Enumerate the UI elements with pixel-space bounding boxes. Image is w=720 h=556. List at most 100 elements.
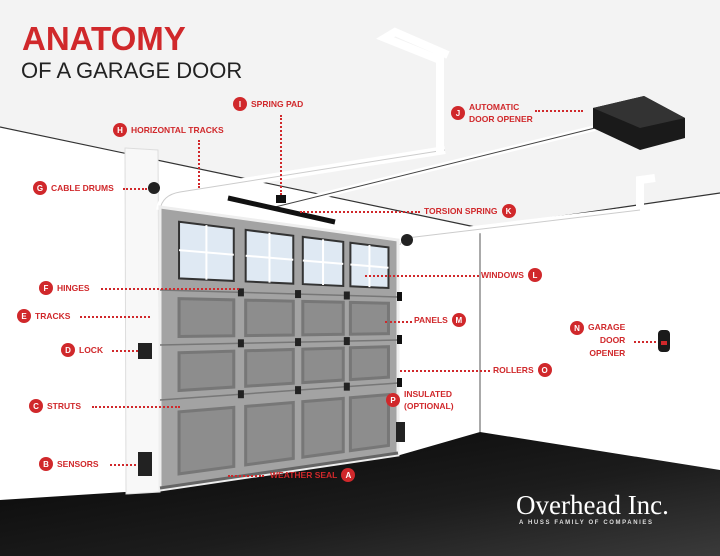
hinge [295,386,302,395]
door-panel [301,299,345,337]
callout-badge: L [527,268,542,282]
leader-line [535,110,583,112]
callout-cable-drums: G CABLE DRUMS [33,181,114,195]
callout-automatic-door-opener: J AUTOMATIC DOOR OPENER [451,101,533,125]
roller [397,335,402,344]
panel-divider [159,382,399,401]
hinge [343,382,350,391]
roller [397,378,402,387]
leader-line [300,211,420,213]
callout-label: AUTOMATIC DOOR OPENER [469,101,533,125]
leader-line [385,321,412,323]
callout-label: TORSION SPRING [424,206,498,216]
leader-line [634,341,656,343]
hinge [343,291,350,300]
door-panel [177,349,236,393]
window-mullion [302,259,344,265]
callout-label-line: (OPTIONAL) [404,401,454,411]
callout-badge: I [233,97,247,111]
callout-label: LOCK [79,345,104,355]
callout-badge: C [29,399,43,413]
door-panel [348,300,390,336]
callout-badge: J [451,106,465,120]
callout-label: PANELS [414,315,448,325]
leader-line [198,140,200,188]
callout-label-line: DOOR OPENER [469,114,533,124]
callout-badge: N [570,321,584,335]
cable-drum-left [148,182,160,194]
door-panel [244,298,295,338]
callout-badge: F [39,281,53,295]
callout-label: SENSORS [57,459,99,469]
door-panel [244,400,295,467]
leader-line [400,370,490,372]
leader-line [110,464,136,466]
callout-badge: G [33,181,47,195]
callout-label-line: INSULATED [404,389,453,399]
window-mullion [245,254,294,261]
cable-drum-right [401,234,413,246]
door-panel [348,392,390,453]
leader-line [92,406,180,408]
door-panel [177,297,236,339]
callout-badge: O [537,363,552,377]
callout-label-line: DOOR [599,335,626,345]
right-wall [480,193,720,470]
roller [397,292,402,301]
page-subtitle: OF A GARAGE DOOR [21,58,243,83]
callout-label-line: GARAGE [588,322,626,332]
leader-line [365,275,479,277]
leader-line [123,188,147,190]
callout-badge: A [341,468,356,482]
callout-label: SPRING PAD [251,99,304,109]
leader-line [112,350,138,352]
company-logo: Overhead Inc. [516,490,669,520]
callout-label-line: AUTOMATIC [469,102,520,112]
callout-label: WINDOWS [481,270,524,280]
door-panel [244,347,295,388]
door-panel [177,405,236,476]
leader-line [228,475,264,477]
callout-label: HINGES [57,283,90,293]
hinge [237,339,244,348]
window-mullion [178,249,234,256]
leader-line [101,288,239,290]
floor [0,432,720,556]
callout-label: GARAGE DOOR OPENER [588,321,625,360]
window-mullion [350,263,389,269]
callout-label: WEATHER SEAL [270,470,338,480]
sensor [396,422,405,442]
sensor [138,452,152,476]
callout-label: INSULATED (OPTIONAL) [404,388,454,412]
leader-line [80,316,150,318]
hinge [237,390,244,399]
door-panel [301,346,345,385]
lock [138,343,152,359]
callout-label: HORIZONTAL TRACKS [131,125,224,135]
callout-garage-door-opener: N GARAGE DOOR OPENER [570,321,625,360]
page-title: ANATOMY [22,20,186,57]
callout-badge: D [61,343,75,357]
weather-seal [159,451,399,490]
hinge [343,337,350,346]
callout-label: ROLLERS [493,365,534,375]
panel-divider [159,339,399,346]
door-panel [301,396,345,459]
callout-badge: M [451,313,466,327]
callout-label: CABLE DRUMS [51,183,114,193]
callout-label-line: OPENER [589,348,626,358]
company-tagline: A HUSS FAMILY OF COMPANIES [519,520,654,526]
callout-label: TRACKS [35,311,71,321]
ceiling-bracket-left [376,27,450,152]
hinge [295,290,302,299]
